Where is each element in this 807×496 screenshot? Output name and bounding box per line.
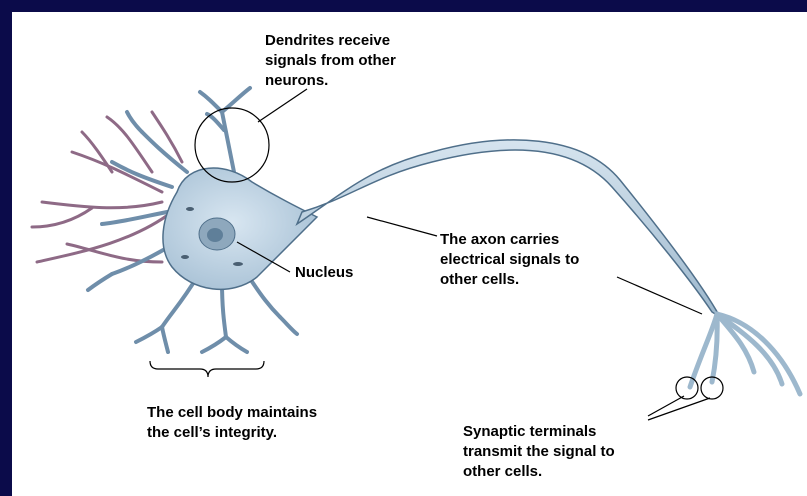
synaptic-terminal-branches	[690, 314, 800, 394]
diagram-panel: Dendrites receive signals from other neu…	[12, 12, 807, 496]
nucleus	[199, 218, 235, 250]
cell-body-bracket	[150, 361, 264, 377]
cell-body-label: The cell body maintains the cell’s integ…	[147, 403, 317, 443]
axon	[297, 140, 720, 317]
synaptic-terminals-label: Synaptic terminals transmit the signal t…	[463, 422, 615, 482]
dendrites-label: Dendrites receive signals from other neu…	[265, 31, 396, 91]
terminal-highlight-circle-1	[676, 377, 698, 399]
cell-body	[163, 168, 317, 289]
axon-label: The axon carries electrical signals to o…	[440, 230, 579, 290]
nucleus-label: Nucleus	[295, 263, 353, 283]
neuron-illustration	[12, 12, 807, 496]
dendrites	[32, 112, 182, 262]
